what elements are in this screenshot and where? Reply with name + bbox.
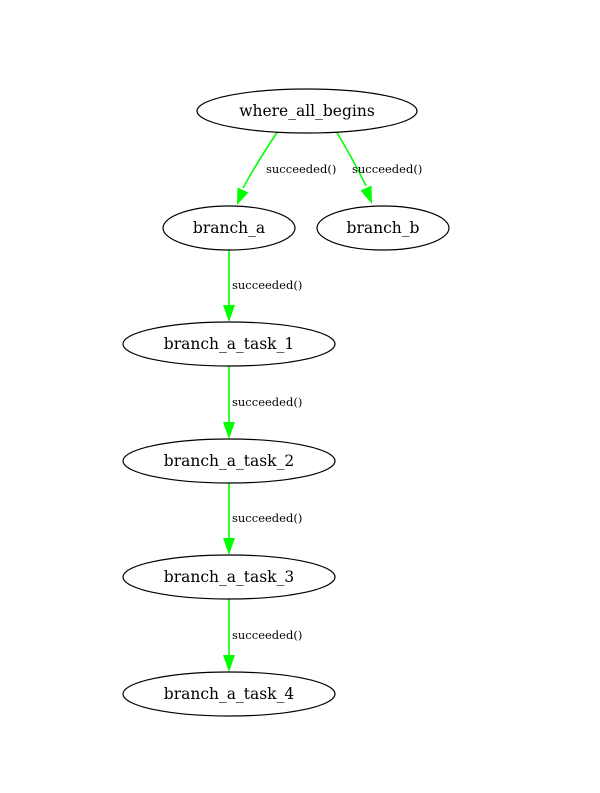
node-branch-a-task-4[interactable]: branch_a_task_4 (122, 671, 336, 717)
node-label: branch_a (193, 219, 265, 237)
edge-where_all_begins-branch_b[interactable]: succeeded() (335, 130, 422, 204)
edge-branch_a_task_3-branch_a_task_4[interactable]: succeeded() (223, 599, 302, 672)
arrowhead-icon (360, 185, 372, 204)
node-shape (196, 88, 418, 134)
edge-line (335, 130, 367, 187)
node-label: branch_a_task_4 (164, 685, 295, 703)
node-shape (316, 205, 450, 251)
node-shape (122, 321, 336, 367)
edge-branch_a-branch_a_task_1[interactable]: succeeded() (223, 250, 302, 322)
node-where-all-begins[interactable]: where_all_begins (196, 88, 418, 134)
arrowhead-icon (223, 422, 235, 439)
edge-label: succeeded() (232, 628, 302, 642)
node-group: where_all_begins branch_a branch_b branc… (122, 88, 450, 717)
edge-label: succeeded() (232, 278, 302, 292)
edge-label: succeeded() (232, 395, 302, 409)
node-label: branch_a_task_1 (164, 335, 294, 353)
node-shape (162, 205, 296, 251)
node-label: where_all_begins (239, 102, 375, 120)
arrowhead-icon (237, 187, 249, 205)
node-label: branch_a_task_2 (164, 452, 294, 470)
arrowhead-icon (223, 655, 235, 672)
edge-label: succeeded() (232, 511, 302, 525)
edge-label: succeeded() (266, 162, 336, 176)
node-branch-a-task-2[interactable]: branch_a_task_2 (122, 438, 336, 484)
node-branch-a-task-3[interactable]: branch_a_task_3 (122, 554, 336, 600)
node-label: branch_b (347, 219, 420, 237)
edge-branch_a_task_1-branch_a_task_2[interactable]: succeeded() (223, 366, 302, 439)
edge-line (242, 130, 279, 189)
node-shape (122, 554, 336, 600)
edge-label: succeeded() (352, 162, 422, 176)
node-branch-a-task-1[interactable]: branch_a_task_1 (122, 321, 336, 367)
arrowhead-icon (223, 538, 235, 555)
node-branch-a[interactable]: branch_a (162, 205, 296, 251)
node-shape (122, 438, 336, 484)
node-label: branch_a_task_3 (164, 568, 294, 586)
edge-where_all_begins-branch_a[interactable]: succeeded() (237, 130, 336, 205)
arrowhead-icon (223, 305, 235, 322)
edge-group: succeeded() succeeded() succeeded() succ… (223, 130, 422, 672)
node-shape (122, 671, 336, 717)
node-branch-b[interactable]: branch_b (316, 205, 450, 251)
edge-branch_a_task_2-branch_a_task_3[interactable]: succeeded() (223, 483, 302, 555)
